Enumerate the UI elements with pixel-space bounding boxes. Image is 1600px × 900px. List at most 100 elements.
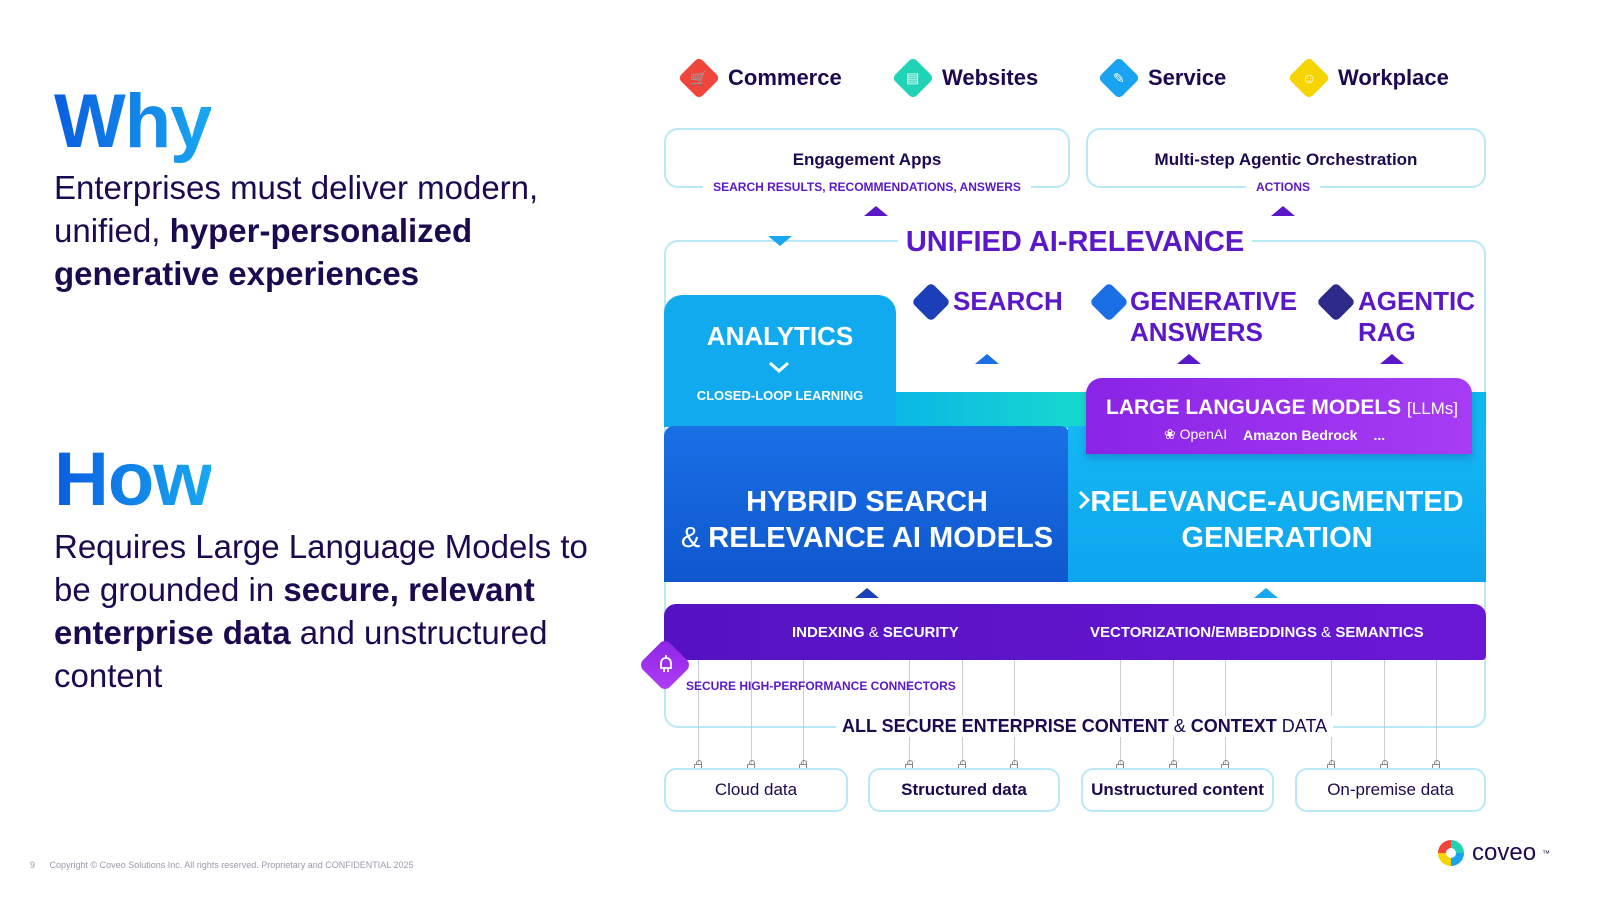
feature-generative-answers: GENERATIVE ANSWERS: [1130, 286, 1297, 348]
llm-logos: ❀ OpenAI Amazon Bedrock ...: [1164, 426, 1385, 443]
connector-line: [962, 660, 963, 770]
up-arrow: [864, 206, 888, 216]
how-text-end: and unstructured content: [54, 614, 548, 694]
feature-search: SEARCH: [953, 286, 1063, 316]
all-data-amp: &: [1173, 716, 1186, 736]
category-workplace: ☺ Workplace: [1287, 56, 1449, 100]
engagement-apps-sub: SEARCH RESULTS, RECOMMENDATIONS, ANSWERS: [703, 180, 1031, 194]
llm-suffix: [LLMs]: [1407, 399, 1459, 418]
analytics-sub: CLOSED-LOOP LEARNING: [696, 388, 864, 403]
why-title: Why: [54, 79, 212, 164]
all-data-c: DATA: [1281, 716, 1328, 736]
chevron-down-icon: [769, 361, 789, 373]
chevron-right-icon: [1078, 490, 1090, 510]
up-arrow: [1271, 206, 1295, 216]
source-on-premise-data: On-premise data: [1295, 768, 1486, 812]
llm-more: ...: [1373, 426, 1386, 443]
how-text-regular: Requires Large Language Models to be gro…: [54, 528, 588, 608]
category-label: Workplace: [1338, 65, 1449, 90]
people-icon: ☺: [1287, 56, 1331, 100]
connector-line: [698, 660, 699, 770]
footer: 9 Copyright © Coveo Solutions Inc. All r…: [30, 860, 426, 870]
category-label: Commerce: [728, 65, 842, 90]
page-number: 9: [30, 860, 36, 870]
feature-generative-line1: GENERATIVE: [1130, 286, 1298, 316]
connector-line: [1225, 660, 1226, 770]
index-right-a: VECTORIZATION/EMBEDDINGS: [1090, 624, 1317, 641]
up-arrow: [975, 354, 999, 364]
connector-line: [1384, 660, 1385, 770]
analytics-block: ANALYTICS CLOSED-LOOP LEARNING: [664, 295, 896, 427]
feature-agentic-line1: AGENTIC: [1358, 286, 1475, 316]
up-arrow: [1254, 588, 1278, 598]
indexing-bar: INDEXING & SECURITY VECTORIZATION/EMBEDD…: [664, 604, 1486, 660]
category-websites: ▤ Websites: [891, 56, 1039, 100]
connector-line: [751, 660, 752, 770]
copyright: Copyright © Coveo Solutions Inc. All rig…: [49, 860, 414, 870]
down-arrow: [768, 236, 792, 246]
hybrid-amp: &: [680, 522, 701, 554]
up-arrow: [1380, 354, 1404, 364]
coveo-tm: ™: [1542, 848, 1551, 858]
feature-generative-line2: ANSWERS: [1130, 317, 1263, 347]
openai-label: OpenAI: [1179, 426, 1228, 442]
how-text: Requires Large Language Models to be gro…: [54, 525, 614, 697]
hybrid-line2: RELEVANCE AI MODELS: [708, 522, 1054, 554]
vectorization-label: VECTORIZATION/EMBEDDINGS & SEMANTICS: [1090, 624, 1424, 641]
how-text-bold: secure, relevant enterprise data: [54, 571, 535, 651]
engagement-apps-box: Engagement Apps: [664, 128, 1070, 188]
cart-icon: 🛒: [677, 56, 721, 100]
up-arrow: [1177, 354, 1201, 364]
all-data-a: ALL SECURE ENTERPRISE CONTENT: [842, 716, 1169, 736]
connector-line: [1331, 660, 1332, 770]
why-text-regular: Enterprises must deliver modern, unified…: [54, 169, 539, 249]
engagement-apps-title: Engagement Apps: [792, 150, 942, 169]
why-text: Enterprises must deliver modern, unified…: [54, 166, 614, 295]
all-data-label: ALL SECURE ENTERPRISE CONTENT & CONTEXT …: [836, 716, 1334, 737]
openai-logo: ❀ OpenAI: [1164, 426, 1227, 443]
coveo-wordmark: coveo: [1472, 839, 1537, 866]
connector-line: [1120, 660, 1121, 770]
why-text-bold: hyper-personalized generative experience…: [54, 212, 473, 292]
connector-line: [1436, 660, 1437, 770]
hybrid-line2-wrap: & RELEVANCE AI MODELS: [664, 520, 1070, 556]
browser-icon: ▤: [891, 56, 935, 100]
plug-glyph: [660, 655, 672, 672]
index-left-b: SECURITY: [882, 624, 959, 641]
index-right-amp: &: [1321, 624, 1332, 641]
source-unstructured-content: Unstructured content: [1081, 768, 1274, 812]
source-structured-data: Structured data: [868, 768, 1060, 812]
index-left-amp: &: [868, 624, 879, 641]
unified-ai-relevance-label: UNIFIED AI-RELEVANCE: [898, 220, 1252, 264]
index-left-a: INDEXING: [792, 624, 865, 641]
index-right-b: SEMANTICS: [1335, 624, 1424, 641]
connector-line: [909, 660, 910, 770]
all-data-b: CONTEXT: [1190, 716, 1277, 736]
indexing-security-label: INDEXING & SECURITY: [792, 624, 959, 641]
support-icon: ✎: [1097, 56, 1141, 100]
connectors-label: SECURE HIGH-PERFORMANCE CONNECTORS: [686, 679, 956, 693]
category-label: Websites: [942, 65, 1039, 90]
hybrid-line1: HYBRID SEARCH: [746, 486, 988, 518]
llm-block: LARGE LANGUAGE MODELS [LLMs] ❀ OpenAI Am…: [1086, 378, 1472, 454]
category-label: Service: [1148, 65, 1227, 90]
how-title: How: [54, 437, 212, 522]
connector-line: [1014, 660, 1015, 770]
connector-line: [1173, 660, 1174, 770]
hybrid-search-block: HYBRID SEARCH & RELEVANCE AI MODELS: [664, 426, 1070, 582]
llm-title: LARGE LANGUAGE MODELS: [1106, 396, 1402, 419]
analytics-title: ANALYTICS: [706, 321, 854, 351]
agentic-orchestration-box: Multi-step Agentic Orchestration: [1086, 128, 1486, 188]
connector-line: [803, 660, 804, 770]
coveo-logo-icon: [1438, 840, 1464, 866]
up-arrow: [855, 588, 879, 598]
llm-title-wrap: LARGE LANGUAGE MODELS [LLMs]: [1106, 396, 1458, 420]
rag-line1: RELEVANCE-AUGMENTED: [1090, 486, 1464, 518]
agentic-actions-sub: ACTIONS: [1246, 180, 1320, 194]
category-service: ✎ Service: [1097, 56, 1227, 100]
category-commerce: 🛒 Commerce: [677, 56, 842, 100]
source-cloud-data: Cloud data: [664, 768, 848, 812]
coveo-logo: coveo ™: [1436, 838, 1550, 868]
rag-line2: GENERATION: [1181, 522, 1373, 554]
agentic-orchestration-title: Multi-step Agentic Orchestration: [1154, 150, 1418, 169]
